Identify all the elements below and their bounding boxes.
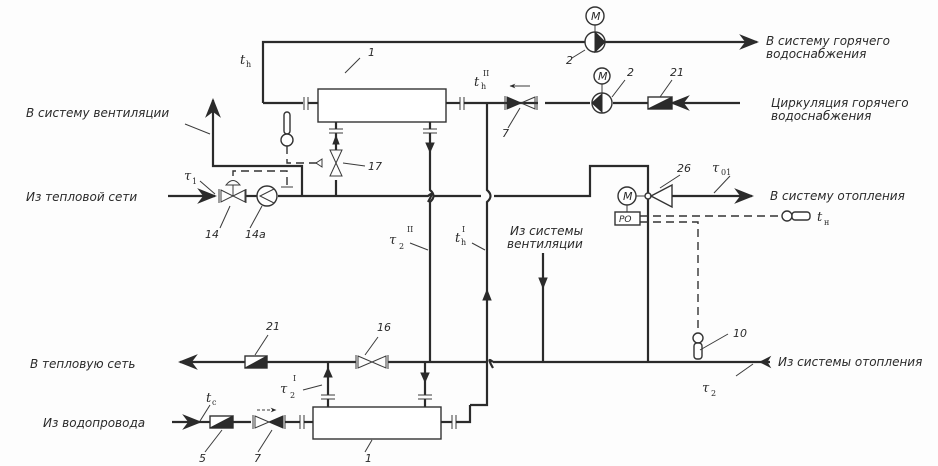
- filter-return: [244, 334, 269, 369]
- supply-line: [168, 164, 754, 362]
- svg-text:2: 2: [290, 391, 295, 400]
- label-to-heating: В систему отопления: [770, 189, 905, 203]
- mixing-pump-26: [614, 174, 780, 333]
- label-pump-top: 2: [566, 54, 573, 67]
- svg-text:t: t: [817, 210, 823, 225]
- label-hw-circulation-1: Циркуляция горячего: [771, 96, 909, 110]
- svg-text:h: h: [461, 238, 466, 247]
- label-pump-circ: 2: [627, 66, 634, 79]
- regulator-14: [199, 170, 293, 229]
- label-regulator: 14: [205, 228, 219, 241]
- label-filter-return: 21: [266, 320, 280, 333]
- label-check-valve-bottom: 7: [254, 452, 261, 465]
- label-hw-circulation-2: водоснабжения: [771, 109, 871, 123]
- return-line: [178, 354, 772, 377]
- motor-icon-top: M: [591, 10, 601, 23]
- label-check-valve-top: 7: [502, 127, 509, 140]
- label-from-heating: Из системы отопления: [778, 355, 922, 369]
- svg-text:II: II: [407, 225, 413, 234]
- check-valve-top: [504, 83, 538, 129]
- label-flowmeter: 14а: [245, 228, 266, 241]
- svg-text:τ: τ: [712, 161, 720, 176]
- label-valve-16: 16: [377, 321, 391, 334]
- svg-text:h: h: [246, 60, 251, 69]
- sensor-10: [692, 332, 729, 360]
- valve-16: [355, 336, 389, 369]
- label-valve-17: 17: [368, 160, 382, 173]
- label-from-water-supply: Из водопровода: [43, 416, 145, 430]
- svg-text:2: 2: [399, 242, 404, 251]
- heater-bottom: [299, 405, 472, 453]
- svg-text:t: t: [474, 75, 480, 90]
- from-ventilation-arrow: [538, 253, 548, 362]
- hot-water-vertical-pipe: [470, 103, 492, 407]
- label-pump-mixer: 26: [677, 162, 691, 175]
- svg-text:τ: τ: [702, 381, 710, 396]
- svg-text:I: I: [293, 374, 296, 383]
- ventilation-branch: [184, 98, 304, 196]
- outdoor-sensor: [781, 210, 811, 222]
- label-heater-top: 1: [368, 46, 375, 59]
- label-from-ventilation-1: Из системы: [510, 224, 583, 238]
- label-filter-circ: 21: [670, 66, 684, 79]
- svg-text:1: 1: [192, 177, 197, 186]
- svg-text:τ: τ: [280, 382, 288, 397]
- heater-bottom-connections: [302, 362, 432, 407]
- flowmeter-14a: [249, 185, 278, 229]
- label-to-hot-water-1: В систему горячего: [766, 34, 890, 48]
- svg-text:t: t: [206, 391, 212, 406]
- motor-icon-circ: M: [598, 70, 608, 83]
- label-to-ventilation: В систему вентиляции: [26, 106, 169, 120]
- label-from-heat-network: Из тепловой сети: [26, 190, 137, 204]
- heater-top: [303, 57, 500, 123]
- label-sensor-10: 10: [733, 327, 747, 340]
- label-to-hot-water-2: водоснабжения: [766, 47, 866, 61]
- return-vertical-pipe: [409, 122, 486, 362]
- svg-text:h: h: [481, 82, 486, 91]
- regulator-box-label: РО: [619, 215, 632, 225]
- svg-text:c: c: [212, 398, 217, 407]
- label-to-heat-network: В тепловую сеть: [30, 357, 135, 371]
- svg-text:t: t: [240, 53, 246, 68]
- svg-text:τ: τ: [184, 169, 192, 184]
- svg-text:τ: τ: [389, 233, 397, 248]
- pump-circulation: [591, 67, 626, 114]
- label-filter-water: 5: [199, 452, 206, 465]
- thermostat-valve-17: [280, 111, 366, 196]
- label-from-ventilation-2: вентиляции: [507, 237, 583, 251]
- svg-text:II: II: [483, 69, 489, 78]
- svg-text:01: 01: [721, 168, 731, 177]
- svg-text:2: 2: [711, 389, 716, 398]
- cold-water-line: [172, 404, 300, 453]
- svg-text:t: t: [455, 231, 461, 246]
- pump-top: [571, 6, 606, 59]
- filter-circulation: [647, 79, 673, 110]
- motor-icon-mixer: M: [623, 190, 633, 203]
- svg-text:н: н: [824, 218, 829, 227]
- svg-text:I: I: [462, 225, 465, 234]
- label-heater-bottom: 1: [365, 452, 372, 465]
